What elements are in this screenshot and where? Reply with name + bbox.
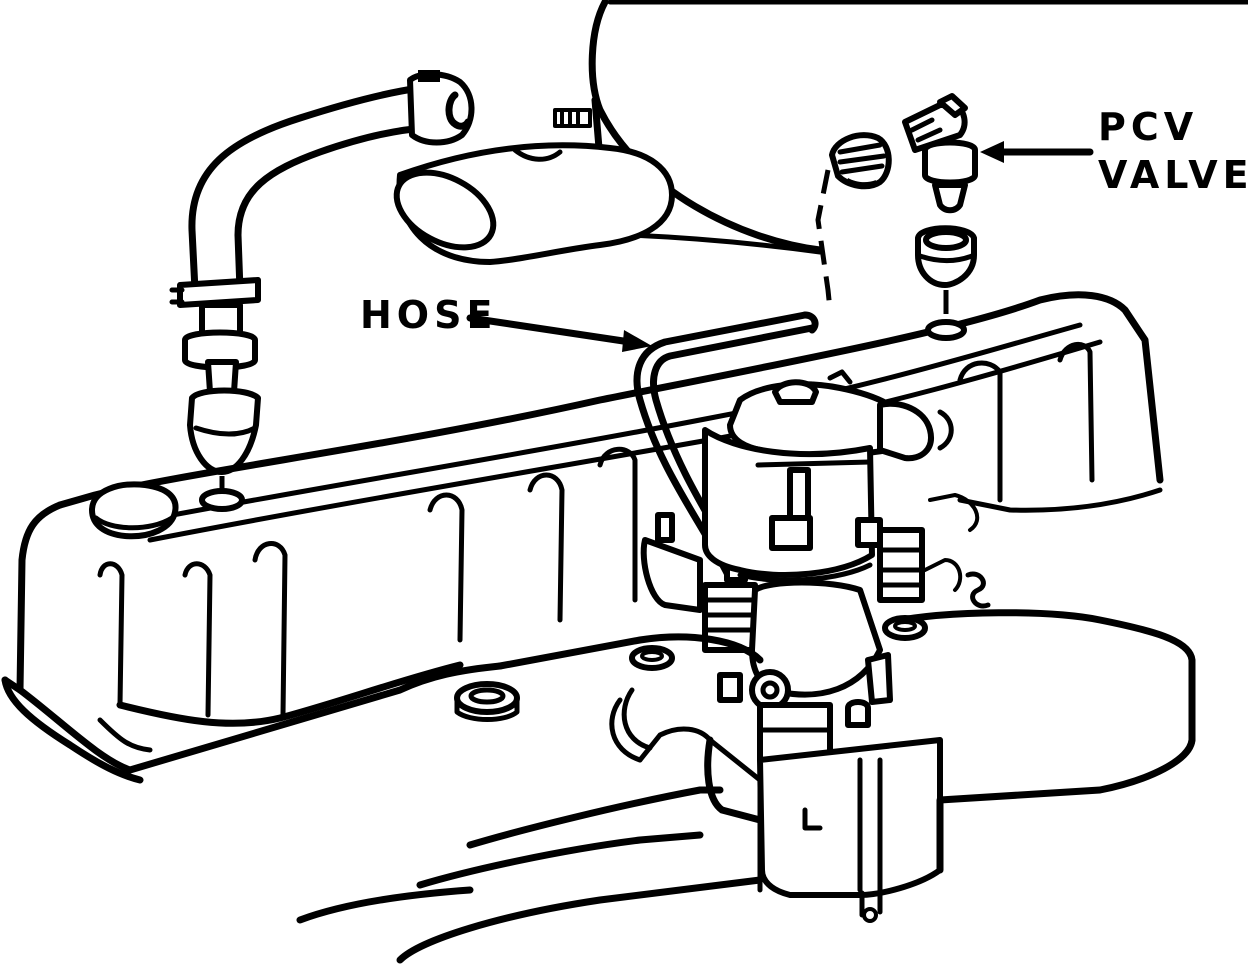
- manifold-nut-center: [629, 645, 675, 671]
- pcv-grommet: [915, 225, 977, 288]
- pcv-valve-callout: PCV VALVE: [980, 105, 1248, 197]
- hose-callout: HOSE: [360, 293, 652, 352]
- intake-manifold: [296, 609, 1196, 964]
- tube-hose-clamp: [169, 277, 261, 308]
- manifold-nut-left: [454, 681, 520, 722]
- tube-end-clip: [407, 70, 475, 146]
- carburetor-assembly: [609, 369, 991, 763]
- hose-label: HOSE: [360, 293, 497, 337]
- hose-grommet: [829, 132, 892, 190]
- manifold-nut-right: [882, 615, 928, 641]
- pcv-label-line1: PCV: [1098, 105, 1198, 149]
- pcv-arrowhead: [980, 141, 1004, 163]
- air-inlet-duct: [393, 142, 675, 265]
- air-cleaner-stud: [553, 108, 592, 128]
- breather-grommet: [182, 302, 261, 475]
- valve-cover: [1, 291, 1164, 784]
- cover-openings: [199, 319, 967, 512]
- hose-leader-line: [466, 314, 634, 346]
- hose-arrowhead: [622, 330, 652, 352]
- breather-tube: [169, 70, 475, 308]
- oil-filler-cap: [89, 481, 179, 540]
- pcv-valve: [902, 93, 978, 214]
- pcv-label-line2: VALVE: [1098, 153, 1248, 197]
